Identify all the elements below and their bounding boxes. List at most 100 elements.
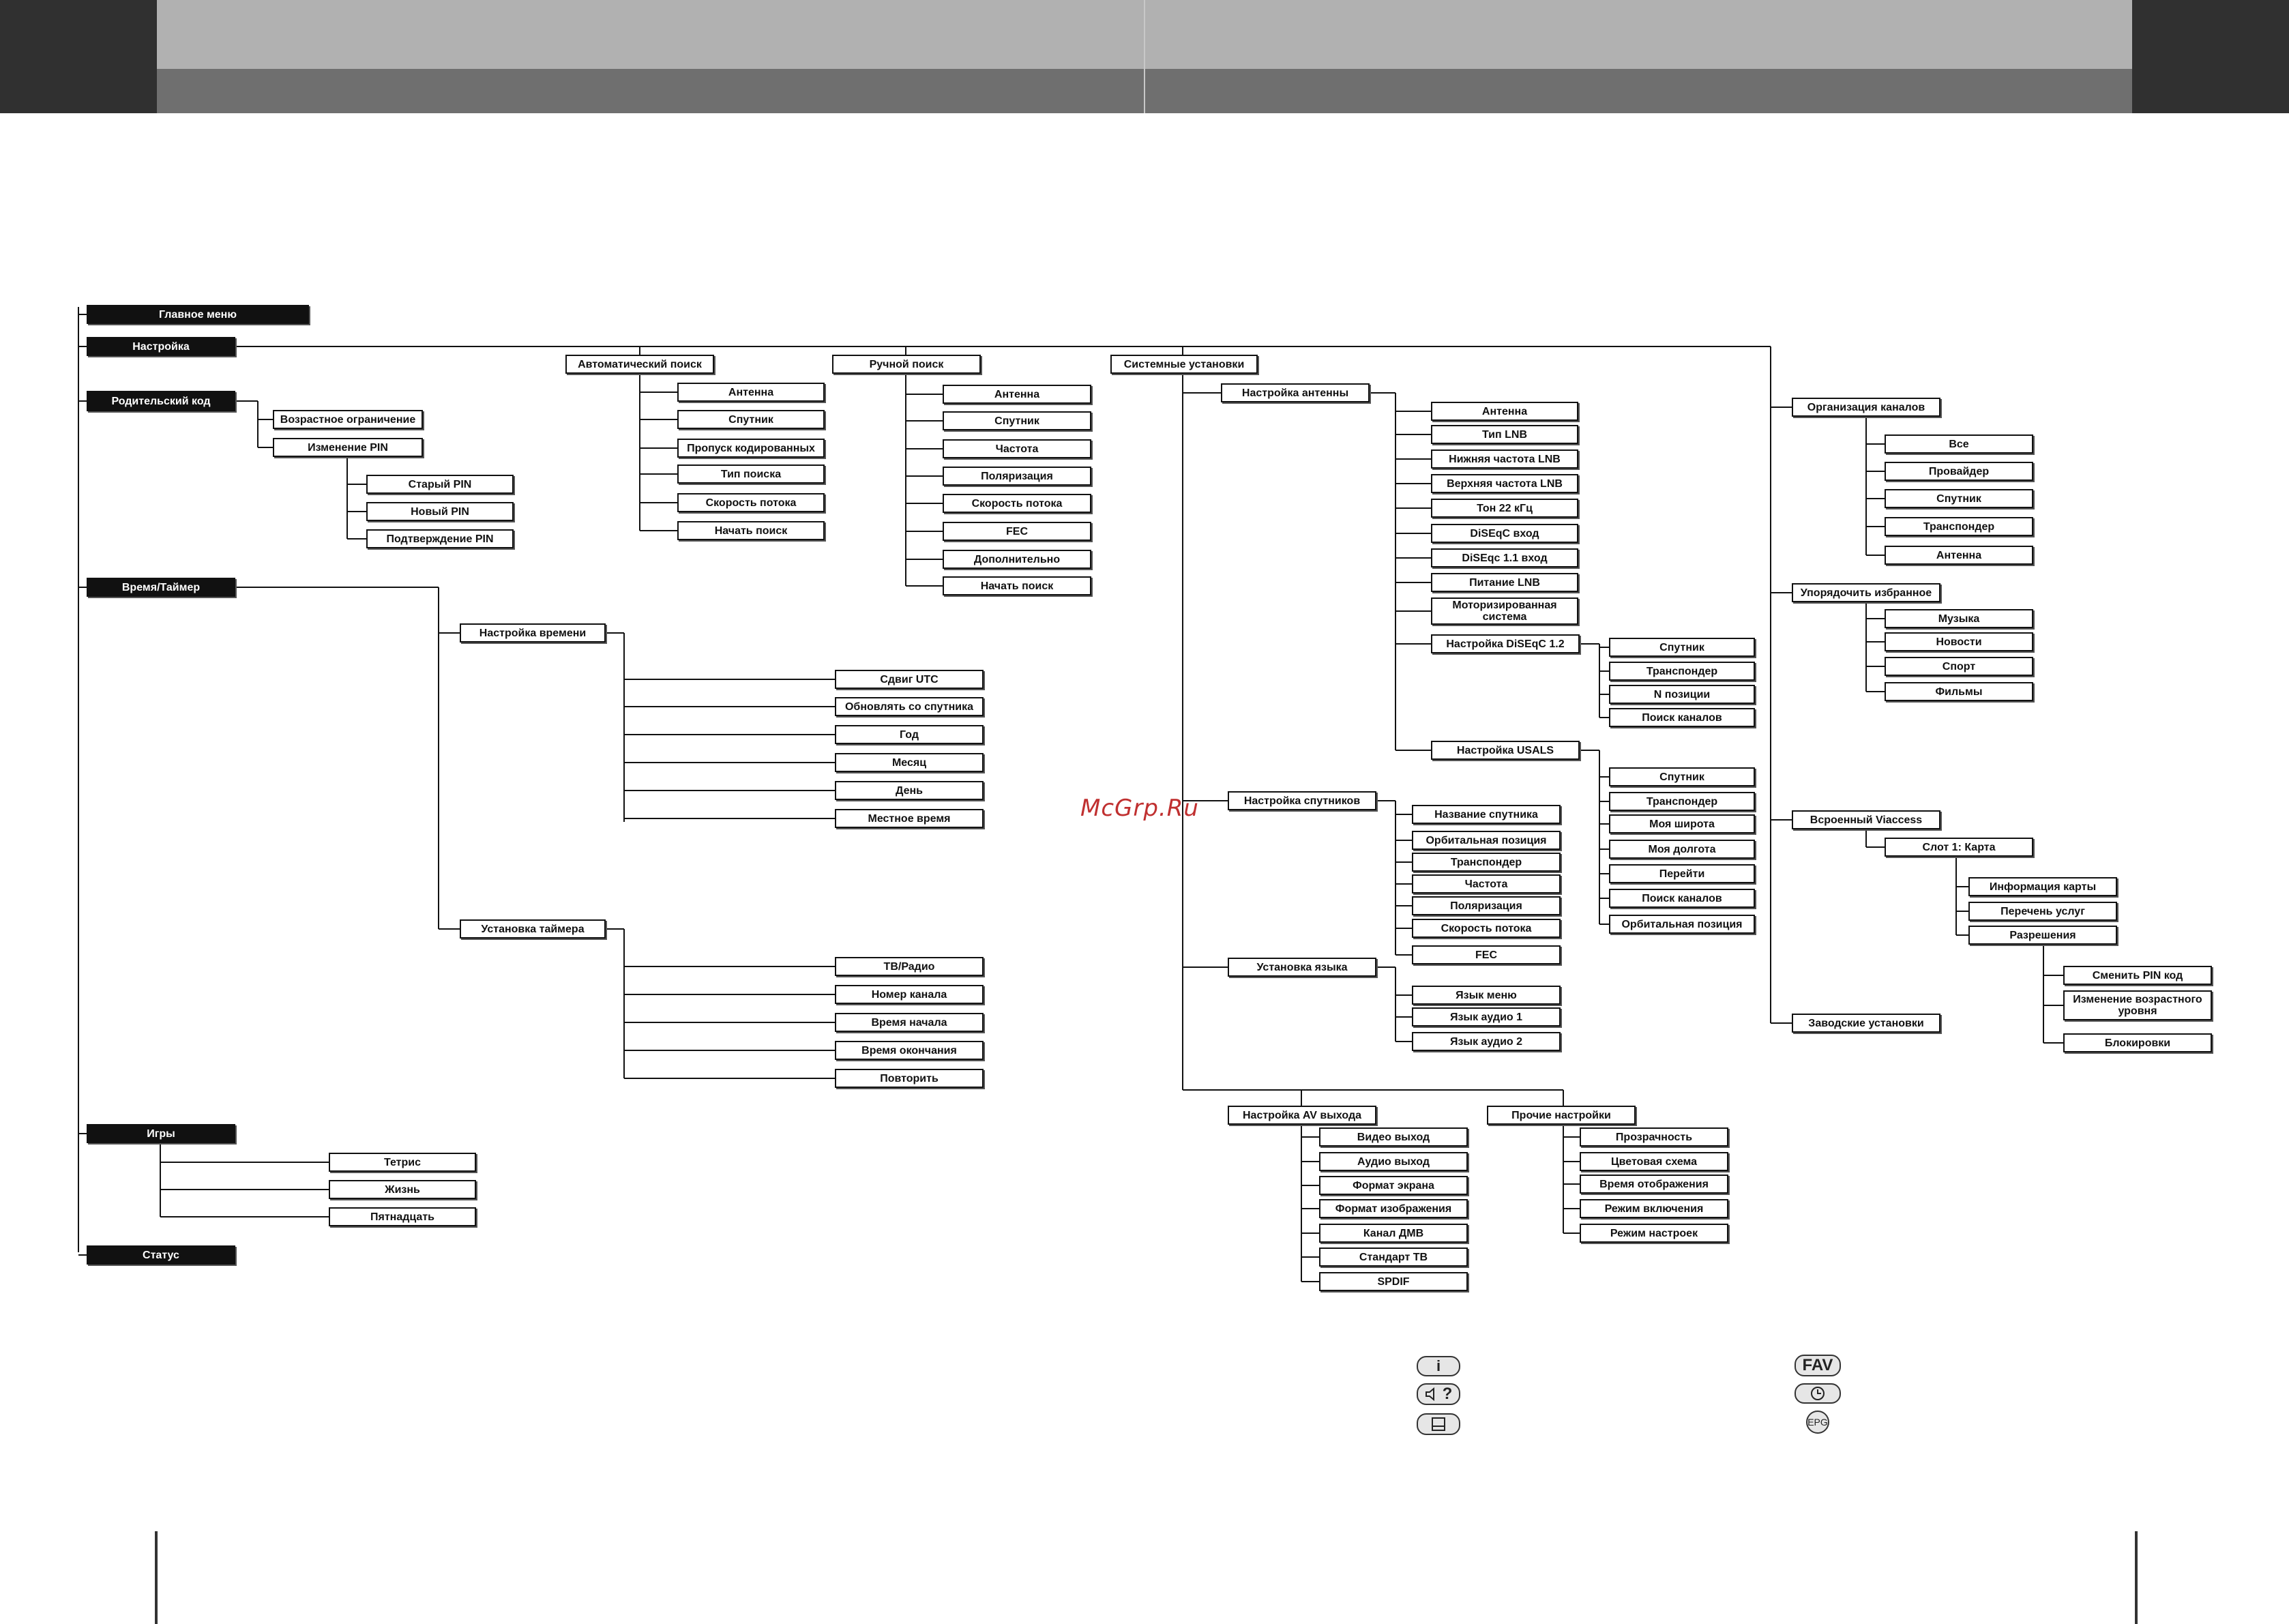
menu-node-sys-settings: Системные установки <box>1110 355 1258 374</box>
menu-node-fv-movies: Фильмы <box>1885 682 2033 701</box>
menu-node-change-pin: Изменение PIN <box>273 438 423 457</box>
menu-node-channel-no: Номер канала <box>835 985 984 1004</box>
menu-node-sa-rate: Скорость потока <box>1412 919 1561 938</box>
menu-node-other-setup: Прочие настройки <box>1487 1106 1636 1125</box>
subtitle-icon <box>1417 1413 1460 1435</box>
menu-node-ot-transp: Прозрачность <box>1580 1127 1728 1147</box>
watermark: McGrp.Ru <box>1080 795 1199 822</box>
menu-node-ms-rate: Скорость потока <box>943 494 1091 513</box>
menu-node-confirm-pin: Подтверждение PIN <box>366 529 514 548</box>
menu-node-vi-services: Перечень услуг <box>1968 902 2117 921</box>
menu-node-av-audio: Аудио выход <box>1319 1152 1468 1171</box>
menu-node-an-diseqc12: Настройка DiSEqC 1.2 <box>1431 634 1580 653</box>
menu-node-vi-info: Информация карты <box>1968 877 2117 896</box>
menu-node-games: Игры <box>87 1124 235 1143</box>
menu-node-ot-mode: Режим настроек <box>1580 1224 1728 1243</box>
menu-node-month: Месяц <box>835 753 984 772</box>
menu-node-av-screen: Формат экрана <box>1319 1176 1468 1195</box>
menu-node-av-tvstd: Стандарт ТВ <box>1319 1247 1468 1267</box>
menu-node-an-diseqc-in: DiSEqC вход <box>1431 524 1578 543</box>
menu-node-oc-tp: Транспондер <box>1885 517 2033 536</box>
menu-node-age-limit: Возрастное ограничение <box>273 410 423 429</box>
menu-node-end-time: Время окончания <box>835 1041 984 1060</box>
menu-node-an-lnb-high: Верхняя частота LNB <box>1431 474 1578 493</box>
menu-node-year: Год <box>835 725 984 744</box>
menu-node-d12-sat: Спутник <box>1609 638 1755 657</box>
menu-node-d12-npos: N позиции <box>1609 685 1755 704</box>
menu-node-vp-locks: Блокировки <box>2063 1033 2212 1052</box>
menu-node-av-video: Видео выход <box>1319 1127 1468 1147</box>
menu-node-d12-search: Поиск каналов <box>1609 708 1755 727</box>
menu-node-ms-freq: Частота <box>943 439 1091 458</box>
menu-node-av-dmv: Канал ДМВ <box>1319 1224 1468 1243</box>
menu-node-d12-tp: Транспондер <box>1609 662 1755 681</box>
menu-node-as-satellite: Спутник <box>677 410 825 429</box>
menu-node-an-antenna: Антенна <box>1431 402 1578 421</box>
menu-node-ms-fec: FEC <box>943 522 1091 541</box>
menu-node-ms-extra: Дополнительно <box>943 550 1091 569</box>
menu-node-auto-search: Автоматический поиск <box>565 355 714 374</box>
info-icon: i <box>1417 1356 1460 1376</box>
menu-node-an-lnb-power: Питание LNB <box>1431 573 1578 592</box>
menu-node-timer-set: Установка таймера <box>460 919 606 939</box>
menu-node-utc-shift: Сдвиг UTC <box>835 670 984 689</box>
menu-node-vi-perms: Разрешения <box>1968 926 2117 945</box>
menu-node-tv-radio: ТВ/Радио <box>835 957 984 976</box>
menu-node-fv-music: Музыка <box>1885 609 2033 628</box>
menu-node-new-pin: Новый PIN <box>366 502 514 521</box>
menu-node-day: День <box>835 781 984 800</box>
menu-node-sa-orbit: Орбитальная позиция <box>1412 831 1561 850</box>
menu-node-antenna-setup: Настройка антенны <box>1221 383 1370 402</box>
clock-icon <box>1795 1383 1841 1404</box>
menu-node-la-menu: Язык меню <box>1412 986 1561 1005</box>
fav-key: FAV <box>1795 1355 1841 1376</box>
menu-node-sa-freq: Частота <box>1412 874 1561 894</box>
menu-node-fav-sort: Упорядочить избранное <box>1792 583 1940 602</box>
page-edge-left <box>155 1531 158 1624</box>
menu-node-ms-satellite: Спутник <box>943 411 1091 430</box>
menu-node-factory: Заводские установки <box>1792 1014 1940 1033</box>
menu-node-status: Статус <box>87 1245 235 1265</box>
menu-node-lang-set: Установка языка <box>1228 958 1376 977</box>
menu-node-us-search: Поиск каналов <box>1609 889 1755 908</box>
menu-node-an-tone: Тон 22 кГц <box>1431 499 1578 518</box>
menu-node-ot-display: Время отображения <box>1580 1175 1728 1194</box>
menu-node-us-orbit: Орбитальная позиция <box>1609 915 1755 934</box>
menu-node-sa-pol: Поляризация <box>1412 896 1561 915</box>
menu-node-time-setup: Настройка времени <box>460 623 606 643</box>
menu-node-life: Жизнь <box>329 1180 476 1199</box>
menu-node-repeat: Повторить <box>835 1069 984 1088</box>
menu-node-us-lon: Моя долгота <box>1609 840 1755 859</box>
menu-node-old-pin: Старый PIN <box>366 475 514 494</box>
menu-node-as-antenna: Антенна <box>677 383 825 402</box>
clock-face-icon <box>1811 1387 1825 1400</box>
menu-node-as-skip: Пропуск кодированных <box>677 439 825 458</box>
menu-node-oc-sat: Спутник <box>1885 489 2033 508</box>
header-left-block <box>0 0 157 113</box>
menu-node-av-image: Формат изображения <box>1319 1199 1468 1218</box>
menu-node-start-time: Время начала <box>835 1013 984 1032</box>
menu-node-ot-color: Цветовая схема <box>1580 1152 1728 1171</box>
menu-node-av-setup: Настройка AV выхода <box>1228 1106 1376 1125</box>
speaker-help-icon: ? <box>1417 1383 1460 1405</box>
menu-node-as-start: Начать поиск <box>677 521 825 540</box>
menu-node-sa-tp: Транспондер <box>1412 853 1561 872</box>
page-edge-right <box>2135 1531 2138 1624</box>
menu-node-an-lnb-low: Нижняя частота LNB <box>1431 449 1578 469</box>
menu-node-an-usals: Настройка USALS <box>1431 741 1580 760</box>
menu-node-sa-name: Название спутника <box>1412 805 1561 824</box>
menu-node-main-menu: Главное меню <box>87 305 309 324</box>
menu-node-update-sat: Обновлять со спутника <box>835 697 984 716</box>
menu-node-fv-sport: Спорт <box>1885 657 2033 676</box>
menu-node-tetris: Тетрис <box>329 1153 476 1172</box>
menu-node-slot1: Слот 1: Карта <box>1885 838 2033 857</box>
menu-node-an-motor: Моторизированная система <box>1431 597 1578 625</box>
menu-node-oc-provider: Провайдер <box>1885 462 2033 481</box>
menu-node-vp-age: Изменение возрастного уровня <box>2063 990 2212 1020</box>
menu-node-org-channels: Организация каналов <box>1792 398 1940 417</box>
menu-node-oc-antenna: Антенна <box>1885 546 2033 565</box>
menu-node-fv-news: Новости <box>1885 632 2033 651</box>
menu-node-manual-search: Ручной поиск <box>832 355 981 374</box>
